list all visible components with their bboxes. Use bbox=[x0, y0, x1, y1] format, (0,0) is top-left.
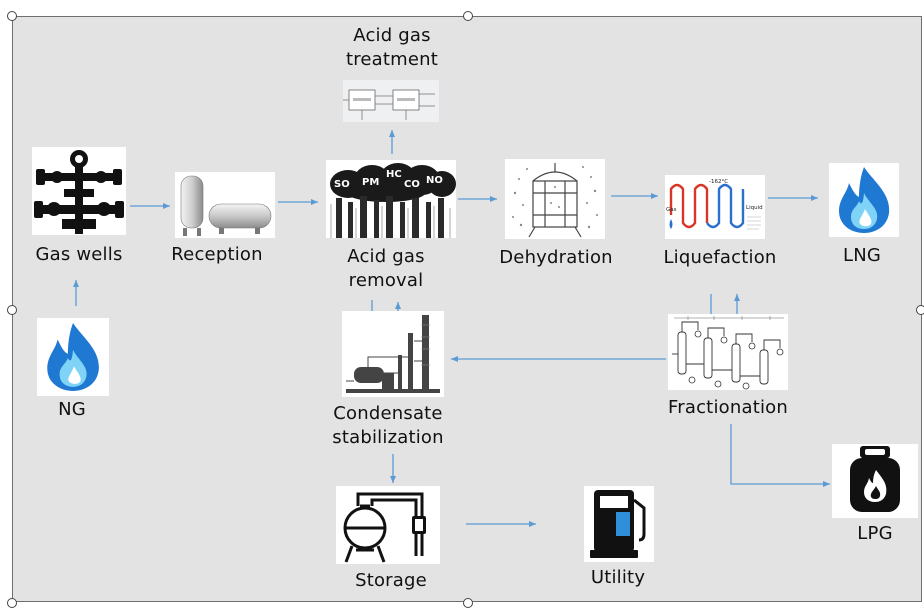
acid-gas-treatment-icon bbox=[343, 80, 439, 122]
lng-flame-icon bbox=[829, 163, 899, 237]
label-acid-gas-removal: Acid gas removal bbox=[347, 245, 424, 293]
label-ng: NG bbox=[58, 399, 86, 420]
resize-handle-middle-left[interactable] bbox=[7, 305, 17, 315]
resize-handle-bottom-left[interactable] bbox=[7, 598, 17, 608]
emission-label-co: CO bbox=[404, 179, 420, 190]
label-reception: Reception bbox=[171, 244, 263, 265]
label-acid-gas-removal-line2: removal bbox=[348, 270, 424, 291]
resize-handle-bottom-middle[interactable] bbox=[463, 598, 473, 608]
diagram-panel bbox=[12, 16, 922, 602]
label-dehydration: Dehydration bbox=[499, 247, 613, 268]
emissions-smokestacks-icon: SO PM HC CO NO bbox=[326, 160, 456, 238]
liquefaction-coil-icon: -162°C Gas Liquid bbox=[665, 175, 765, 239]
label-liquefaction: Liquefaction bbox=[663, 247, 777, 268]
wellhead-icon bbox=[32, 147, 126, 235]
label-condensate-stabilization-line2: stabilization bbox=[332, 427, 444, 448]
label-acid-gas-treatment: Acid gas treatment bbox=[346, 24, 438, 72]
utility-fuel-pump-icon bbox=[584, 486, 654, 562]
liquefaction-gas-text: Gas bbox=[666, 207, 677, 213]
label-condensate-stabilization: Condensate stabilization bbox=[332, 402, 443, 450]
label-utility: Utility bbox=[590, 567, 646, 588]
emission-label-hc: HC bbox=[386, 169, 402, 180]
label-gas-wells: Gas wells bbox=[35, 244, 123, 265]
emission-label-pm: PM bbox=[362, 177, 379, 188]
label-storage: Storage bbox=[355, 570, 427, 591]
liquefaction-liquid-text: Liquid bbox=[746, 205, 763, 211]
label-lpg: LPG bbox=[857, 523, 893, 544]
emission-label-so: SO bbox=[334, 179, 350, 190]
ng-flame-icon bbox=[37, 318, 109, 396]
label-lng: LNG bbox=[842, 245, 882, 266]
dehydration-vessel-icon bbox=[505, 159, 605, 239]
condensate-refinery-icon bbox=[342, 311, 444, 397]
resize-handle-top-middle[interactable] bbox=[463, 11, 473, 21]
label-acid-gas-removal-line1: Acid gas bbox=[347, 246, 425, 267]
resize-handle-top-left[interactable] bbox=[7, 11, 17, 21]
lpg-cylinder-icon bbox=[832, 444, 918, 518]
storage-vessel-icon bbox=[336, 486, 440, 564]
label-acid-gas-treatment-line1: Acid gas bbox=[353, 25, 431, 46]
label-acid-gas-treatment-line2: treatment bbox=[345, 49, 439, 70]
label-fractionation: Fractionation bbox=[668, 397, 788, 418]
resize-handle-middle-right[interactable] bbox=[916, 305, 924, 315]
reception-tanks-icon bbox=[175, 172, 275, 238]
fractionation-columns-icon bbox=[668, 314, 788, 390]
label-condensate-stabilization-line1: Condensate bbox=[333, 403, 443, 424]
liquefaction-temp-text: -162°C bbox=[709, 179, 728, 185]
emission-label-no: NO bbox=[426, 175, 443, 186]
